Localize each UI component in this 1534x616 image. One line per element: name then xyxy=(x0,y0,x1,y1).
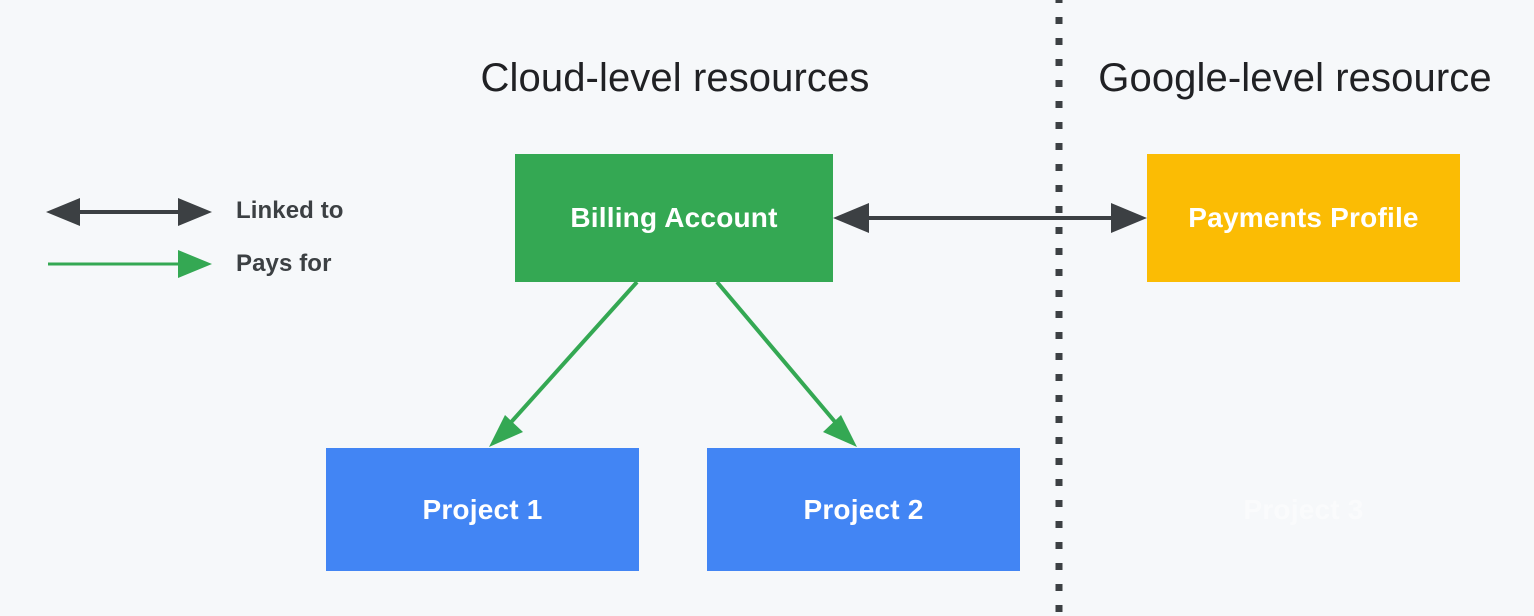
legend-arrow-linked-to xyxy=(46,198,212,226)
heading-cloud-level-resources: Cloud-level resources xyxy=(480,56,870,100)
node-project-2-label: Project 2 xyxy=(803,493,924,525)
node-project-3: Project 3 xyxy=(1147,448,1460,571)
node-project-3-label: Project 3 xyxy=(1243,493,1364,525)
node-project-1-label: Project 1 xyxy=(422,493,543,525)
node-project-1[interactable]: Project 1 xyxy=(326,448,639,571)
connector-billing-account-to-project-1 xyxy=(489,280,639,447)
node-payments-profile-label: Payments Profile xyxy=(1188,202,1419,233)
heading-google-level-resource: Google-level resource xyxy=(1098,56,1492,100)
connector-billing-account-to-payments-profile xyxy=(833,203,1147,233)
node-billing-account-label: Billing Account xyxy=(570,202,778,233)
connector-billing-account-to-project-2 xyxy=(715,280,857,447)
legend-arrow-pays-for xyxy=(48,250,212,278)
node-project-2[interactable]: Project 2 xyxy=(707,448,1020,571)
node-billing-account[interactable]: Billing Account xyxy=(515,154,833,282)
legend-label-pays-for: Pays for xyxy=(236,250,332,277)
legend-label-linked-to: Linked to xyxy=(236,197,344,224)
node-payments-profile[interactable]: Payments Profile xyxy=(1147,154,1460,282)
